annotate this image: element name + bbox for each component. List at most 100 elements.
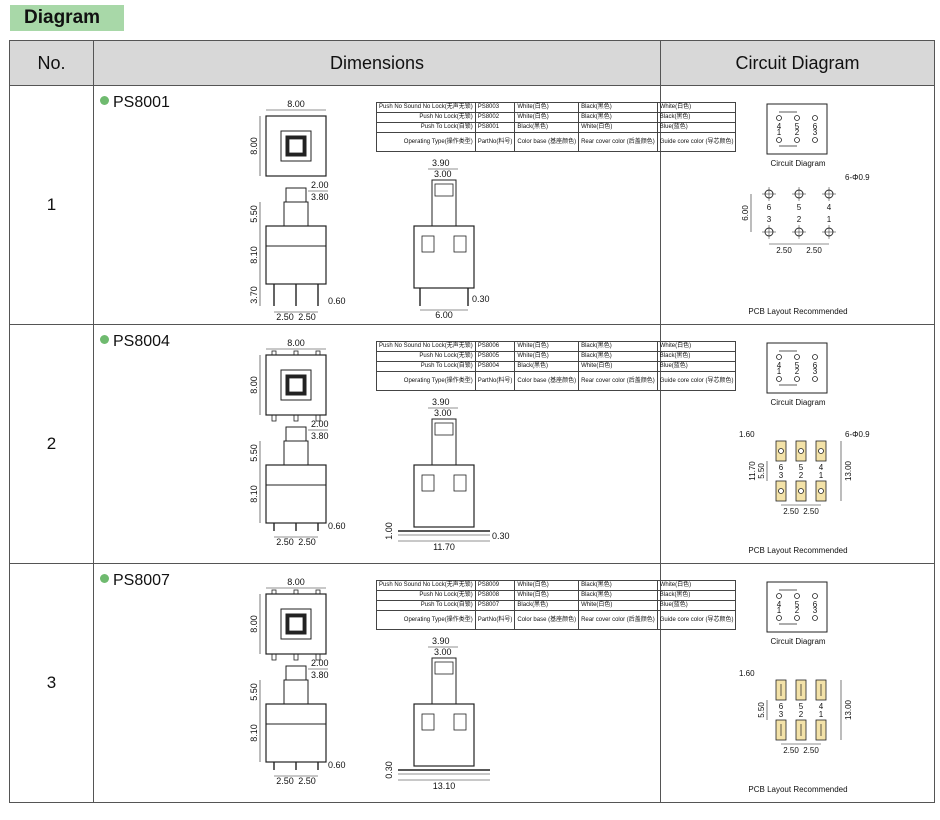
spec-rear-cover: Rear cover color (后盖颜色) bbox=[578, 371, 658, 391]
dimension-label: 2 bbox=[795, 606, 800, 615]
row-number: 2 bbox=[9, 324, 94, 564]
drawing-shape bbox=[413, 703, 475, 767]
dimension-label: 5 bbox=[795, 122, 800, 131]
drawing-shape bbox=[434, 661, 454, 675]
dimension-label: 1.60 bbox=[739, 430, 755, 439]
drawing-shape bbox=[288, 377, 304, 393]
dimensions-cell: PS8007 Push No Sound No Lock(无声无锁)PS8009… bbox=[93, 563, 737, 803]
dimension-label: 3.80 bbox=[311, 192, 329, 202]
dimension-label: Circuit Diagram bbox=[770, 637, 825, 646]
dimension-label: 0.60 bbox=[328, 760, 346, 770]
dimension-label: 5.50 bbox=[249, 205, 259, 223]
dimension-label: 6 bbox=[779, 702, 784, 711]
dimension-label: 2.50 bbox=[298, 537, 316, 547]
dimension-label: 3.90 bbox=[432, 636, 450, 646]
dimension-label: 3 bbox=[813, 606, 818, 615]
terminal-pin bbox=[794, 354, 800, 360]
bullet-icon bbox=[100, 335, 109, 344]
drawing-shape bbox=[434, 422, 454, 436]
dimension-label: 5.50 bbox=[249, 683, 259, 701]
dimension-label: 3.00 bbox=[434, 408, 452, 418]
dimension-label: 0.30 bbox=[472, 294, 490, 304]
terminal-pin bbox=[776, 137, 782, 143]
terminal-pin bbox=[812, 593, 818, 599]
drawing-shape bbox=[288, 138, 304, 154]
dimension-label: 13.10 bbox=[433, 781, 456, 791]
drawing-shape bbox=[285, 665, 307, 681]
row-number: 3 bbox=[9, 563, 94, 803]
dimension-label: 8.00 bbox=[249, 615, 259, 633]
spec-operating-type: Operating Type(操作类型) bbox=[376, 132, 476, 152]
terminal-pin bbox=[812, 376, 818, 382]
dimension-label: 6 bbox=[767, 203, 772, 212]
dimension-label: 6 bbox=[813, 122, 818, 131]
terminal-pin bbox=[812, 354, 818, 360]
dimension-label: 2.50 bbox=[276, 776, 294, 786]
product-name-text: PS8007 bbox=[113, 572, 170, 589]
drawing-shape bbox=[265, 703, 327, 763]
product-table: No. Dimensions Circuit Diagram 1 PS8001 … bbox=[9, 40, 935, 803]
dimension-label: 2 bbox=[795, 367, 800, 376]
dimension-label: 8.00 bbox=[249, 376, 259, 394]
dimension-label: 2.50 bbox=[276, 537, 294, 547]
pcb-hole bbox=[778, 448, 784, 454]
product-name: PS8004 bbox=[100, 333, 170, 351]
dimension-label: 1.00 bbox=[384, 522, 394, 540]
product-name: PS8007 bbox=[100, 572, 170, 590]
dimension-label: 3 bbox=[767, 215, 772, 224]
product-name-text: PS8001 bbox=[113, 94, 170, 111]
dimension-label: 1 bbox=[777, 367, 782, 376]
drawing-shape bbox=[285, 426, 307, 442]
drawing-shape bbox=[453, 474, 467, 492]
drawing-shape bbox=[283, 201, 309, 227]
drawing-shape bbox=[413, 225, 475, 289]
product-name-text: PS8004 bbox=[113, 333, 170, 350]
dimension-label: 2.50 bbox=[803, 746, 819, 755]
dimension-label: 3.00 bbox=[434, 647, 452, 657]
dimension-label: 8.00 bbox=[287, 99, 305, 109]
spec-partno: PartNo(料号) bbox=[474, 132, 516, 152]
dimension-label: 4 bbox=[777, 600, 782, 609]
dimension-label: 0.30 bbox=[492, 531, 510, 541]
dimension-label: 6.00 bbox=[435, 310, 453, 320]
dimension-label: 3.70 bbox=[249, 286, 259, 304]
terminal-pin bbox=[794, 593, 800, 599]
dimension-label: 8.00 bbox=[249, 137, 259, 155]
dimension-label: 5 bbox=[799, 463, 804, 472]
spec-operating-type: Operating Type(操作类型) bbox=[376, 610, 476, 630]
dimension-label: 4 bbox=[819, 702, 824, 711]
col-no-header: No. bbox=[9, 40, 94, 86]
dimension-label: 5.50 bbox=[757, 702, 766, 718]
dimension-label: 6 bbox=[813, 600, 818, 609]
dimension-label: 8.10 bbox=[249, 724, 259, 742]
drawing-shape bbox=[421, 713, 435, 731]
dimension-label: 5.50 bbox=[249, 444, 259, 462]
dimension-label: 8.00 bbox=[287, 577, 305, 587]
drawing-shape bbox=[283, 679, 309, 705]
spec-rear-cover: Rear cover color (后盖颜色) bbox=[578, 132, 658, 152]
dimension-label: 6-Φ0.9 bbox=[845, 430, 870, 439]
pcb-hole bbox=[818, 488, 824, 494]
dimension-label: 3.80 bbox=[311, 670, 329, 680]
terminal-pin bbox=[812, 137, 818, 143]
dimension-label: PCB Layout Recommended bbox=[748, 546, 847, 555]
terminal-pin bbox=[794, 137, 800, 143]
dimension-label: 2 bbox=[799, 710, 804, 719]
drawing-shape bbox=[434, 183, 454, 197]
dimension-label: 2.50 bbox=[298, 312, 316, 322]
dimension-label: 5.50 bbox=[757, 463, 766, 479]
dimension-label: 0.30 bbox=[384, 761, 394, 779]
col-circuit-header: Circuit Diagram bbox=[660, 40, 935, 86]
dimension-label: 2 bbox=[797, 215, 802, 224]
dimension-label: 4 bbox=[827, 203, 832, 212]
dimension-label: Circuit Diagram bbox=[770, 398, 825, 407]
drawing-shape bbox=[453, 713, 467, 731]
